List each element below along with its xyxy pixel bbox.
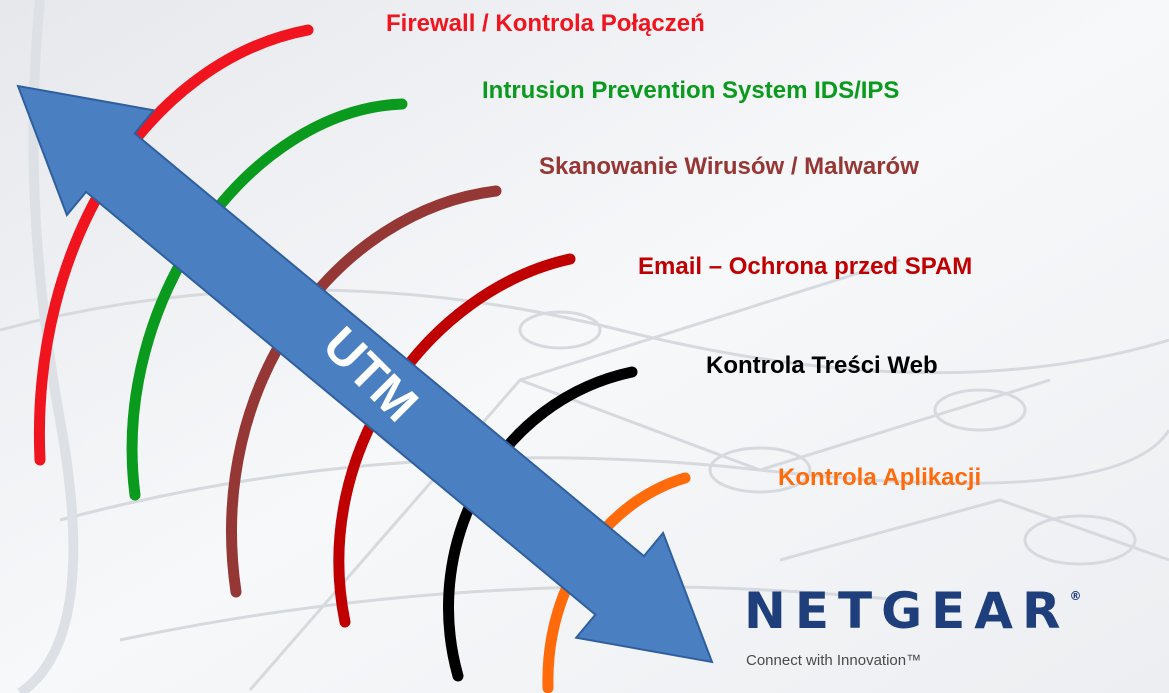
- label-antispam: Email – Ochrona przed SPAM: [638, 253, 973, 280]
- netgear-logo: NETGEAR®: [744, 586, 1082, 636]
- registered-mark: ®: [1069, 589, 1082, 603]
- brand-tagline: Connect with Innovation™: [746, 652, 922, 669]
- brand-name: NETGEAR: [744, 582, 1070, 640]
- label-app-control: Kontrola Aplikacji: [778, 464, 982, 491]
- label-ips: Intrusion Prevention System IDS/IPS: [482, 77, 900, 104]
- utm-arrow: [16, 84, 714, 664]
- label-firewall: Firewall / Kontrola Połączeń: [386, 10, 705, 37]
- label-web-content: Kontrola Treści Web: [706, 352, 938, 379]
- label-antivirus: Skanowanie Wirusów / Malwarów: [539, 153, 919, 180]
- utm-double-arrow-shape: [16, 84, 714, 664]
